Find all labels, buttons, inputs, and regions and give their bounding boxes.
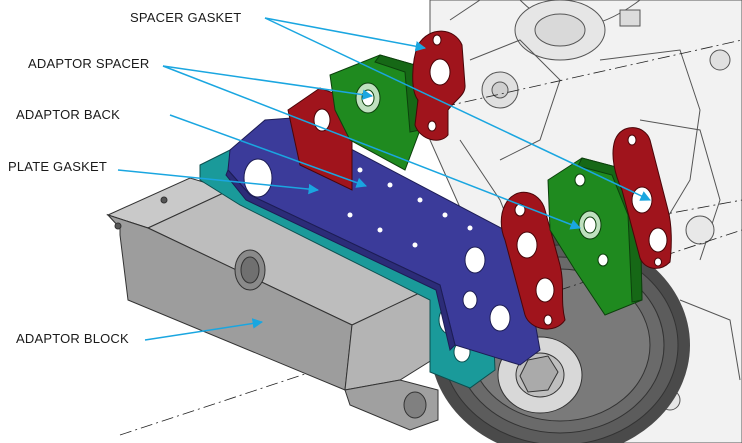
label-adaptor-block: ADAPTOR BLOCK bbox=[16, 331, 129, 346]
adaptor-block bbox=[106, 177, 439, 431]
spacer-gasket-lower-front bbox=[500, 191, 566, 330]
spacer-gasket-upper bbox=[412, 30, 466, 141]
leader-adaptor-spacer-2 bbox=[162, 65, 581, 230]
leader-adaptor-block bbox=[144, 318, 264, 341]
label-adaptor-back: ADAPTOR BACK bbox=[16, 107, 121, 122]
leader-spacer-gasket-1 bbox=[264, 17, 427, 52]
leader-adaptor-back bbox=[169, 114, 367, 188]
leader-lines bbox=[117, 17, 651, 341]
leader-adaptor-spacer-1 bbox=[162, 65, 374, 100]
leader-spacer-gasket-2 bbox=[264, 17, 651, 201]
label-plate-gasket: PLATE GASKET bbox=[8, 159, 107, 174]
adaptor-back bbox=[225, 117, 541, 366]
leader-plate-gasket bbox=[117, 169, 320, 195]
spacer-gasket-upper-rear bbox=[287, 87, 353, 191]
label-adaptor-spacer: ADAPTOR SPACER bbox=[28, 56, 150, 71]
label-spacer-gasket: SPACER GASKET bbox=[130, 10, 242, 25]
